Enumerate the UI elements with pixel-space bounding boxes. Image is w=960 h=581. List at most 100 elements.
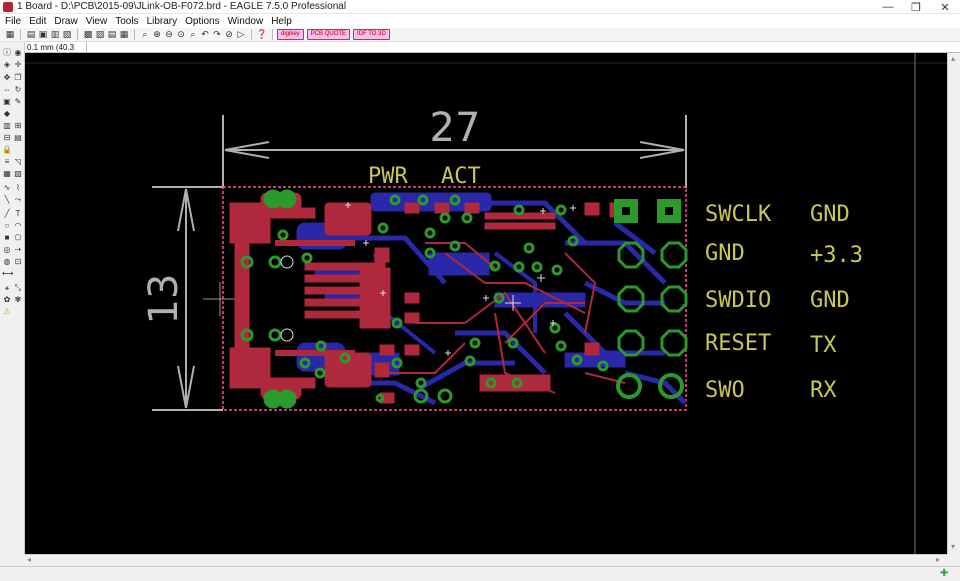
scroll-up-icon[interactable]: ▴ xyxy=(951,54,956,63)
board-icon[interactable]: ▩ xyxy=(83,29,93,39)
minimize-button[interactable]: — xyxy=(882,1,894,13)
autoroute-icon[interactable]: ⤳ xyxy=(14,195,22,204)
zoom-in-icon[interactable]: ⊕ xyxy=(153,29,161,39)
dimension-width: 27 xyxy=(222,105,687,188)
menu-options[interactable]: Options xyxy=(185,15,220,27)
ulp-icon[interactable]: ▦ xyxy=(119,29,129,39)
menu-window[interactable]: Window xyxy=(227,15,264,27)
status-bar: ✚ xyxy=(0,566,960,581)
arc-icon[interactable]: ◠ xyxy=(14,221,22,230)
drc-icon[interactable]: ✾ xyxy=(14,295,22,304)
move-icon[interactable]: ✥ xyxy=(3,73,11,82)
schematic-icon[interactable]: ▨ xyxy=(95,29,105,39)
go-icon[interactable]: ▷ xyxy=(237,29,245,39)
pin-label-gnd-2: GND xyxy=(810,202,850,227)
scroll-right-icon[interactable]: ▸ xyxy=(936,555,941,564)
name-icon[interactable]: ⊟ xyxy=(3,133,11,142)
pin-label-swdio: SWDIO xyxy=(705,288,771,313)
menu-bar: File Edit Draw View Tools Library Option… xyxy=(0,14,960,28)
menu-library[interactable]: Library xyxy=(146,15,178,27)
menu-help[interactable]: Help xyxy=(271,15,292,27)
dimension-icon[interactable]: ⟷ xyxy=(2,269,14,278)
pin-label-reset: RESET xyxy=(705,331,771,356)
paste-icon[interactable]: ◆ xyxy=(3,109,11,118)
stop-icon[interactable]: ⊘ xyxy=(225,29,233,39)
close-button[interactable]: ✕ xyxy=(940,1,950,14)
command-line-input[interactable] xyxy=(87,42,960,53)
display-icon[interactable]: ◈ xyxy=(3,60,11,69)
hole-icon[interactable]: ◍ xyxy=(3,257,11,266)
undo-icon[interactable]: ↶ xyxy=(201,29,209,39)
add-icon[interactable]: ⊞ xyxy=(14,121,22,130)
dimension-width-label: 27 xyxy=(430,105,481,151)
menu-file[interactable]: File xyxy=(5,15,22,27)
lock-icon[interactable]: 🔒 xyxy=(2,145,12,154)
script-icon[interactable]: ▤ xyxy=(107,29,117,39)
rect-icon[interactable]: ■ xyxy=(4,233,10,242)
value-icon[interactable]: ▤ xyxy=(14,133,22,142)
board-canvas[interactable]: 27 13 xyxy=(25,53,947,554)
zoom-out-icon[interactable]: ⊖ xyxy=(165,29,173,39)
delete-icon[interactable]: ▥ xyxy=(3,121,11,130)
mirror-icon[interactable]: ⇔ xyxy=(3,85,11,94)
signal-icon[interactable]: ⇢ xyxy=(14,245,22,254)
smash-icon[interactable]: ≡ xyxy=(4,157,10,166)
vias-layer xyxy=(240,189,609,409)
menu-view[interactable]: View xyxy=(85,15,108,27)
mounting-hole xyxy=(280,328,294,342)
optimize-icon[interactable]: ▧ xyxy=(14,169,22,178)
toolbar-separator xyxy=(20,29,21,40)
tool-palette: ⓘ ◉ ◈ ✛ ✥ ❐ ⇔ ↻ ▣ ✎ ◆ ▥ ⊞ ⊟ ▤ 🔒 ≡ ◹ ▦ ▧ … xyxy=(0,42,25,554)
line-icon[interactable]: ╱ xyxy=(4,209,10,218)
scroll-down-icon[interactable]: ▾ xyxy=(951,542,956,551)
print-icon[interactable]: ▥ xyxy=(50,29,60,39)
menu-draw[interactable]: Draw xyxy=(54,15,78,27)
split-icon[interactable]: ▦ xyxy=(3,169,11,178)
menu-tools[interactable]: Tools xyxy=(115,15,139,27)
help-icon[interactable]: ❓ xyxy=(256,29,268,39)
mark-icon[interactable]: ✛ xyxy=(14,60,22,69)
miter-icon[interactable]: ◹ xyxy=(14,157,22,166)
status-go-icon[interactable]: ✚ xyxy=(940,568,949,579)
pin-label-tx: TX xyxy=(810,333,837,358)
maximize-button[interactable]: ❐ xyxy=(911,1,921,14)
open-icon[interactable]: ▤ xyxy=(26,29,36,39)
copy-icon[interactable]: ❐ xyxy=(14,73,22,82)
idf-to-3d-button[interactable]: IDF TO 3D xyxy=(353,29,390,40)
polygon-icon[interactable]: ⬠ xyxy=(14,233,22,242)
save-icon[interactable]: ▣ xyxy=(38,29,48,39)
info-icon[interactable]: ⓘ xyxy=(3,48,11,57)
digikey-button[interactable]: digikey xyxy=(277,29,304,40)
text-icon[interactable]: T xyxy=(15,209,21,218)
route-icon[interactable]: ∿ xyxy=(3,183,11,192)
wire-icon[interactable]: ╲ xyxy=(4,195,10,204)
horizontal-scrollbar[interactable]: ◂ ▸ xyxy=(25,554,947,566)
change-icon[interactable]: ✎ xyxy=(14,97,22,106)
attribute-icon[interactable]: ⊡ xyxy=(14,257,22,266)
scroll-left-icon[interactable]: ◂ xyxy=(27,555,32,564)
toolbar-separator xyxy=(272,29,273,40)
circle-icon[interactable]: ○ xyxy=(4,221,10,230)
origin-markers xyxy=(345,202,576,356)
rotate-icon[interactable]: ↻ xyxy=(14,85,22,94)
pcb-quote-button[interactable]: PCB QUOTE xyxy=(306,29,351,40)
errors-icon[interactable]: ⚠ xyxy=(3,307,11,316)
menu-edit[interactable]: Edit xyxy=(29,15,47,27)
zoom-select-icon[interactable]: ⌕ xyxy=(190,29,196,39)
layer-grid-icon[interactable]: ▦ xyxy=(5,29,15,39)
via-icon[interactable]: ◎ xyxy=(3,245,11,254)
zoom-fit-icon[interactable]: ⌕ xyxy=(142,29,148,39)
erc-icon[interactable]: ✿ xyxy=(3,295,11,304)
cam-icon[interactable]: ▧ xyxy=(62,29,72,39)
auto-icon[interactable]: ⤡ xyxy=(14,283,22,292)
pcb-view: 27 13 xyxy=(25,53,947,554)
zoom-redraw-icon[interactable]: ⊙ xyxy=(177,29,185,39)
group-icon[interactable]: ▣ xyxy=(3,97,11,106)
pin-label-swo: SWO xyxy=(705,378,745,403)
redo-icon[interactable]: ↷ xyxy=(213,29,221,39)
dimension-height: 13 xyxy=(141,186,237,411)
vertical-scrollbar[interactable]: ▴ ▾ xyxy=(947,53,960,554)
show-icon[interactable]: ◉ xyxy=(14,48,22,57)
ratsnest-icon[interactable]: ⚹ xyxy=(4,283,10,292)
ripup-icon[interactable]: ⌇ xyxy=(16,183,20,192)
